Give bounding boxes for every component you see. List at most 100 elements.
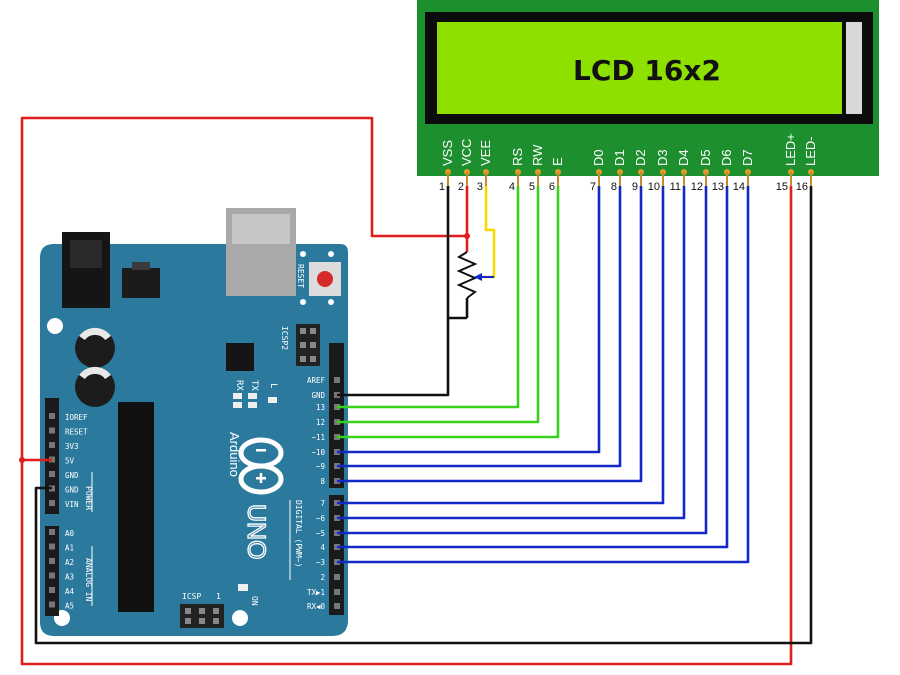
- power-pin-label: VIN: [65, 500, 79, 509]
- lcd-pin-number: 3: [477, 181, 483, 193]
- lcd-pin-number: 2: [458, 181, 464, 193]
- icsp2-header: [296, 324, 320, 366]
- lcd-pin-number: 11: [670, 181, 681, 193]
- lcd-pin-number: 14: [733, 181, 745, 193]
- tx-label: TX: [249, 380, 259, 391]
- usb-chip: [226, 343, 254, 371]
- digital-pin-label: 7: [320, 499, 325, 508]
- lcd-pin-number: 7: [590, 181, 596, 193]
- analog-pin-label: A5: [65, 602, 74, 611]
- digital-pin-label: 8: [320, 477, 325, 486]
- digital-pin-label: 13: [316, 403, 325, 412]
- wire-d0: [337, 186, 601, 454]
- lcd-screen: [437, 22, 842, 114]
- l-led: [268, 397, 277, 403]
- lcd-pin-number: 8: [611, 181, 617, 193]
- rx-label: RX: [234, 380, 244, 391]
- digital-pin-label: GND: [311, 391, 325, 400]
- wire-group: [19, 116, 813, 666]
- microcontroller-chip: [118, 402, 154, 612]
- lcd-pin-label: LED-: [803, 136, 818, 166]
- wire-d5: [337, 186, 708, 535]
- wire-d2: [337, 186, 643, 483]
- lcd-pin-label: D2: [633, 149, 648, 166]
- lcd-pin-number: 16: [796, 181, 808, 193]
- wire-vss-to-pot: [446, 186, 467, 320]
- arduino-brand: Arduino: [227, 432, 242, 477]
- header-pin: [49, 558, 55, 564]
- wire-rs: [337, 186, 520, 409]
- header-pin: [49, 572, 55, 579]
- lcd-title: LCD 16x2: [573, 54, 721, 87]
- digital-pin-label: AREF: [307, 376, 326, 385]
- analog-pin-label: A1: [65, 544, 74, 553]
- header-pin: [334, 589, 340, 595]
- icsp-header: [180, 604, 224, 628]
- digital-label: DIGITAL (PWM~): [294, 500, 303, 567]
- lcd-pin-number: 4: [509, 181, 515, 193]
- digital-pin-label: ~6: [316, 514, 326, 523]
- lcd-pin-label: VSS: [440, 140, 455, 166]
- lcd-pin-label: D1: [612, 149, 627, 166]
- l-label: L: [268, 383, 278, 388]
- wire-d4: [337, 186, 686, 520]
- analog-pin-label: A0: [65, 529, 75, 538]
- on-led: [238, 584, 248, 591]
- power-header: [45, 398, 59, 514]
- header-pin: [49, 529, 55, 535]
- header-pin: [49, 500, 55, 506]
- lcd-pin-label: VCC: [459, 139, 474, 166]
- digital-pin-label: ~5: [316, 529, 325, 538]
- lcd-pin-label: RS: [510, 148, 525, 166]
- lcd-pin-number: 13: [712, 181, 724, 193]
- header-pin: [49, 413, 55, 419]
- header-pin: [49, 543, 55, 550]
- lcd-pin-number: 15: [776, 181, 788, 193]
- digital-pin-label: 2: [320, 573, 325, 582]
- analog-pin-label: A4: [65, 587, 75, 596]
- header-pin: [49, 587, 55, 593]
- power-label: POWER: [84, 486, 93, 510]
- power-pin-label: IOREF: [65, 413, 88, 422]
- icsp-label: ICSP: [182, 592, 201, 601]
- header-pin: [334, 603, 340, 609]
- lcd-pin-label: D4: [676, 149, 691, 166]
- digital-pin-label: TX▶1: [307, 588, 325, 597]
- wire-d1: [337, 186, 622, 468]
- lcd-pin-number: 10: [648, 181, 660, 193]
- lcd-pin-number: 1: [439, 181, 445, 193]
- board-pcb: [40, 244, 348, 636]
- lcd-pin-number: 12: [691, 181, 703, 193]
- header-pin: [49, 427, 55, 434]
- wire-d3: [337, 186, 665, 505]
- reset-label: RESET: [296, 264, 305, 288]
- lcd-module: LCD 16x2 VSS1VCC2VEE3RS4RW5E6D07D18D29D3…: [417, 0, 879, 193]
- mounting-hole: [232, 610, 248, 626]
- reset-button-cap[interactable]: [317, 271, 333, 287]
- digital-pin-label: ~9: [316, 462, 325, 471]
- lcd-pin-number: 5: [529, 181, 535, 193]
- digital-header-bottom: [329, 495, 344, 615]
- power-pin-label: GND: [65, 486, 79, 495]
- lcd-pin-label: LED+: [783, 133, 798, 166]
- analog-header: [45, 526, 59, 616]
- on-label: ON: [250, 596, 259, 606]
- analog-label: ANALOG IN: [84, 558, 93, 602]
- lcd-pin-number: 9: [632, 181, 638, 193]
- wire-5v-to-vcc: [20, 116, 469, 460]
- wire-rw: [337, 186, 540, 424]
- lcd-backlight: [846, 22, 862, 114]
- wire-e: [337, 186, 560, 439]
- potentiometer: [456, 251, 494, 299]
- power-pin-label: 5V: [65, 457, 75, 466]
- header-pin: [49, 442, 55, 448]
- power-pin-label: RESET: [65, 428, 88, 437]
- wire-vss-to-gnd: [337, 318, 450, 397]
- wire-d7: [337, 186, 750, 564]
- digital-pin-label: 4: [320, 543, 325, 552]
- lcd-pin-group: VSS1VCC2VEE3RS4RW5E6D07D18D29D310D411D51…: [439, 133, 818, 193]
- header-pin: [334, 574, 340, 580]
- digital-pin-label: ~3: [316, 558, 325, 567]
- digital-pin-label: ~10: [311, 448, 325, 457]
- lcd-pin-number: 6: [549, 181, 555, 193]
